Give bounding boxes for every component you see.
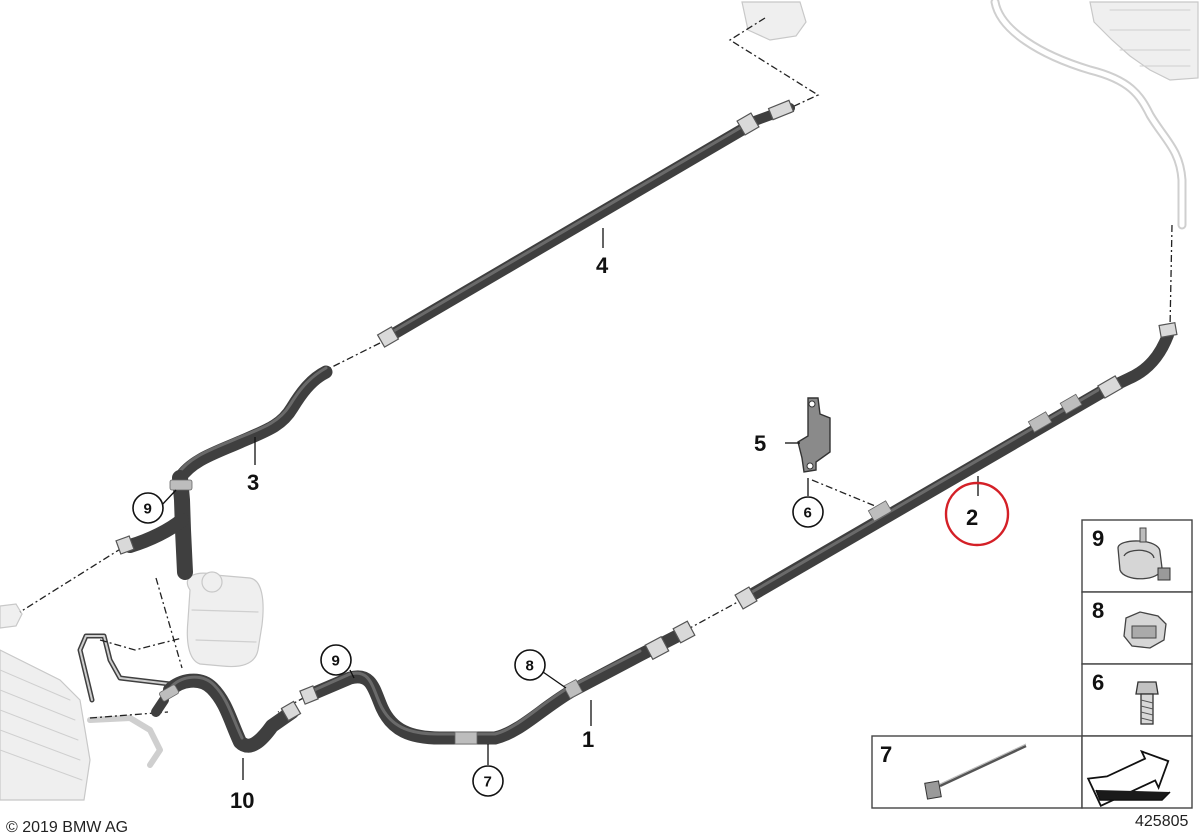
bracket-5 (797, 397, 831, 473)
hose-4 (376, 99, 795, 348)
cable-tie-7-icon (924, 743, 1027, 800)
callout-6: 6 (804, 505, 812, 522)
direction-arrow-icon (1086, 749, 1171, 807)
callout-2: 2 (966, 505, 978, 530)
circled-callouts: 9 9 8 6 7 (132, 492, 824, 797)
legend-panel-7-number: 7 (880, 742, 892, 767)
callout-1: 1 (582, 727, 594, 752)
legend-panel-6-number: 6 (1092, 670, 1104, 695)
bolt-6-icon (1135, 681, 1159, 725)
clamp-9-icon (1117, 527, 1171, 581)
copyright-label: © 2019 BMW AG (6, 819, 128, 836)
hose-3 (115, 365, 333, 580)
callout-8: 8 (526, 658, 534, 675)
diagram-number: 425805 (1135, 813, 1188, 830)
callout-10: 10 (230, 788, 254, 813)
legend-panel-7 (871, 735, 1083, 809)
legend-panel-9-number: 9 (1092, 526, 1104, 551)
hose-10 (151, 673, 302, 753)
hose-2 (734, 322, 1178, 610)
legend-panel-6 (1081, 663, 1193, 737)
legend-panels: 9 8 6 7 (871, 519, 1193, 809)
hose-1 (299, 620, 696, 745)
clamp-8-icon (1123, 611, 1167, 649)
highlight-circle (944, 481, 1010, 547)
callout-7: 7 (484, 774, 492, 791)
legend-panel-8-number: 8 (1092, 598, 1104, 623)
callout-labels: 4 3 5 1 10 2 (230, 253, 978, 813)
callout-9-lower: 9 (332, 653, 340, 670)
background-components (0, 0, 1199, 801)
callout-5: 5 (754, 431, 766, 456)
callout-4: 4 (596, 253, 609, 278)
callout-3: 3 (247, 470, 259, 495)
callout-9-upper: 9 (144, 501, 152, 518)
